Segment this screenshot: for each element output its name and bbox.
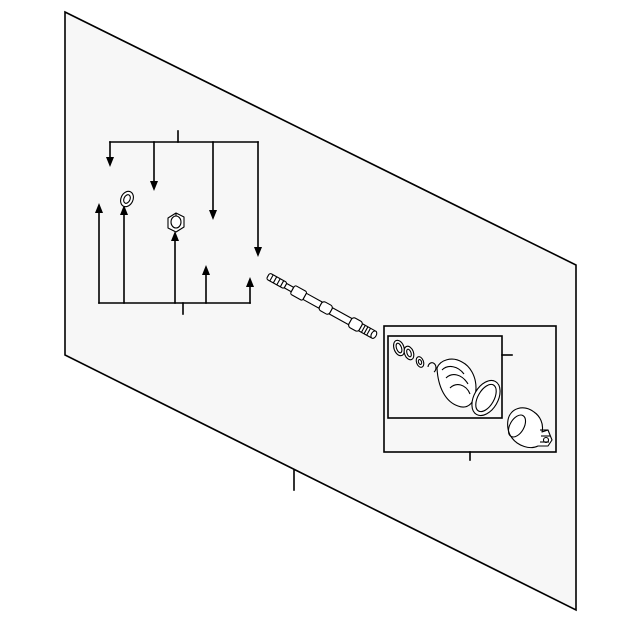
boot-kit-inner-box <box>387 335 503 419</box>
callout-group-lower <box>95 203 254 315</box>
axle-shaft-part <box>266 273 378 339</box>
callout-group-upper <box>106 130 262 257</box>
boot-kit-parts <box>393 339 501 417</box>
washer-part <box>120 190 134 208</box>
cv-joint-housing <box>507 407 553 449</box>
nut-part <box>167 212 185 233</box>
